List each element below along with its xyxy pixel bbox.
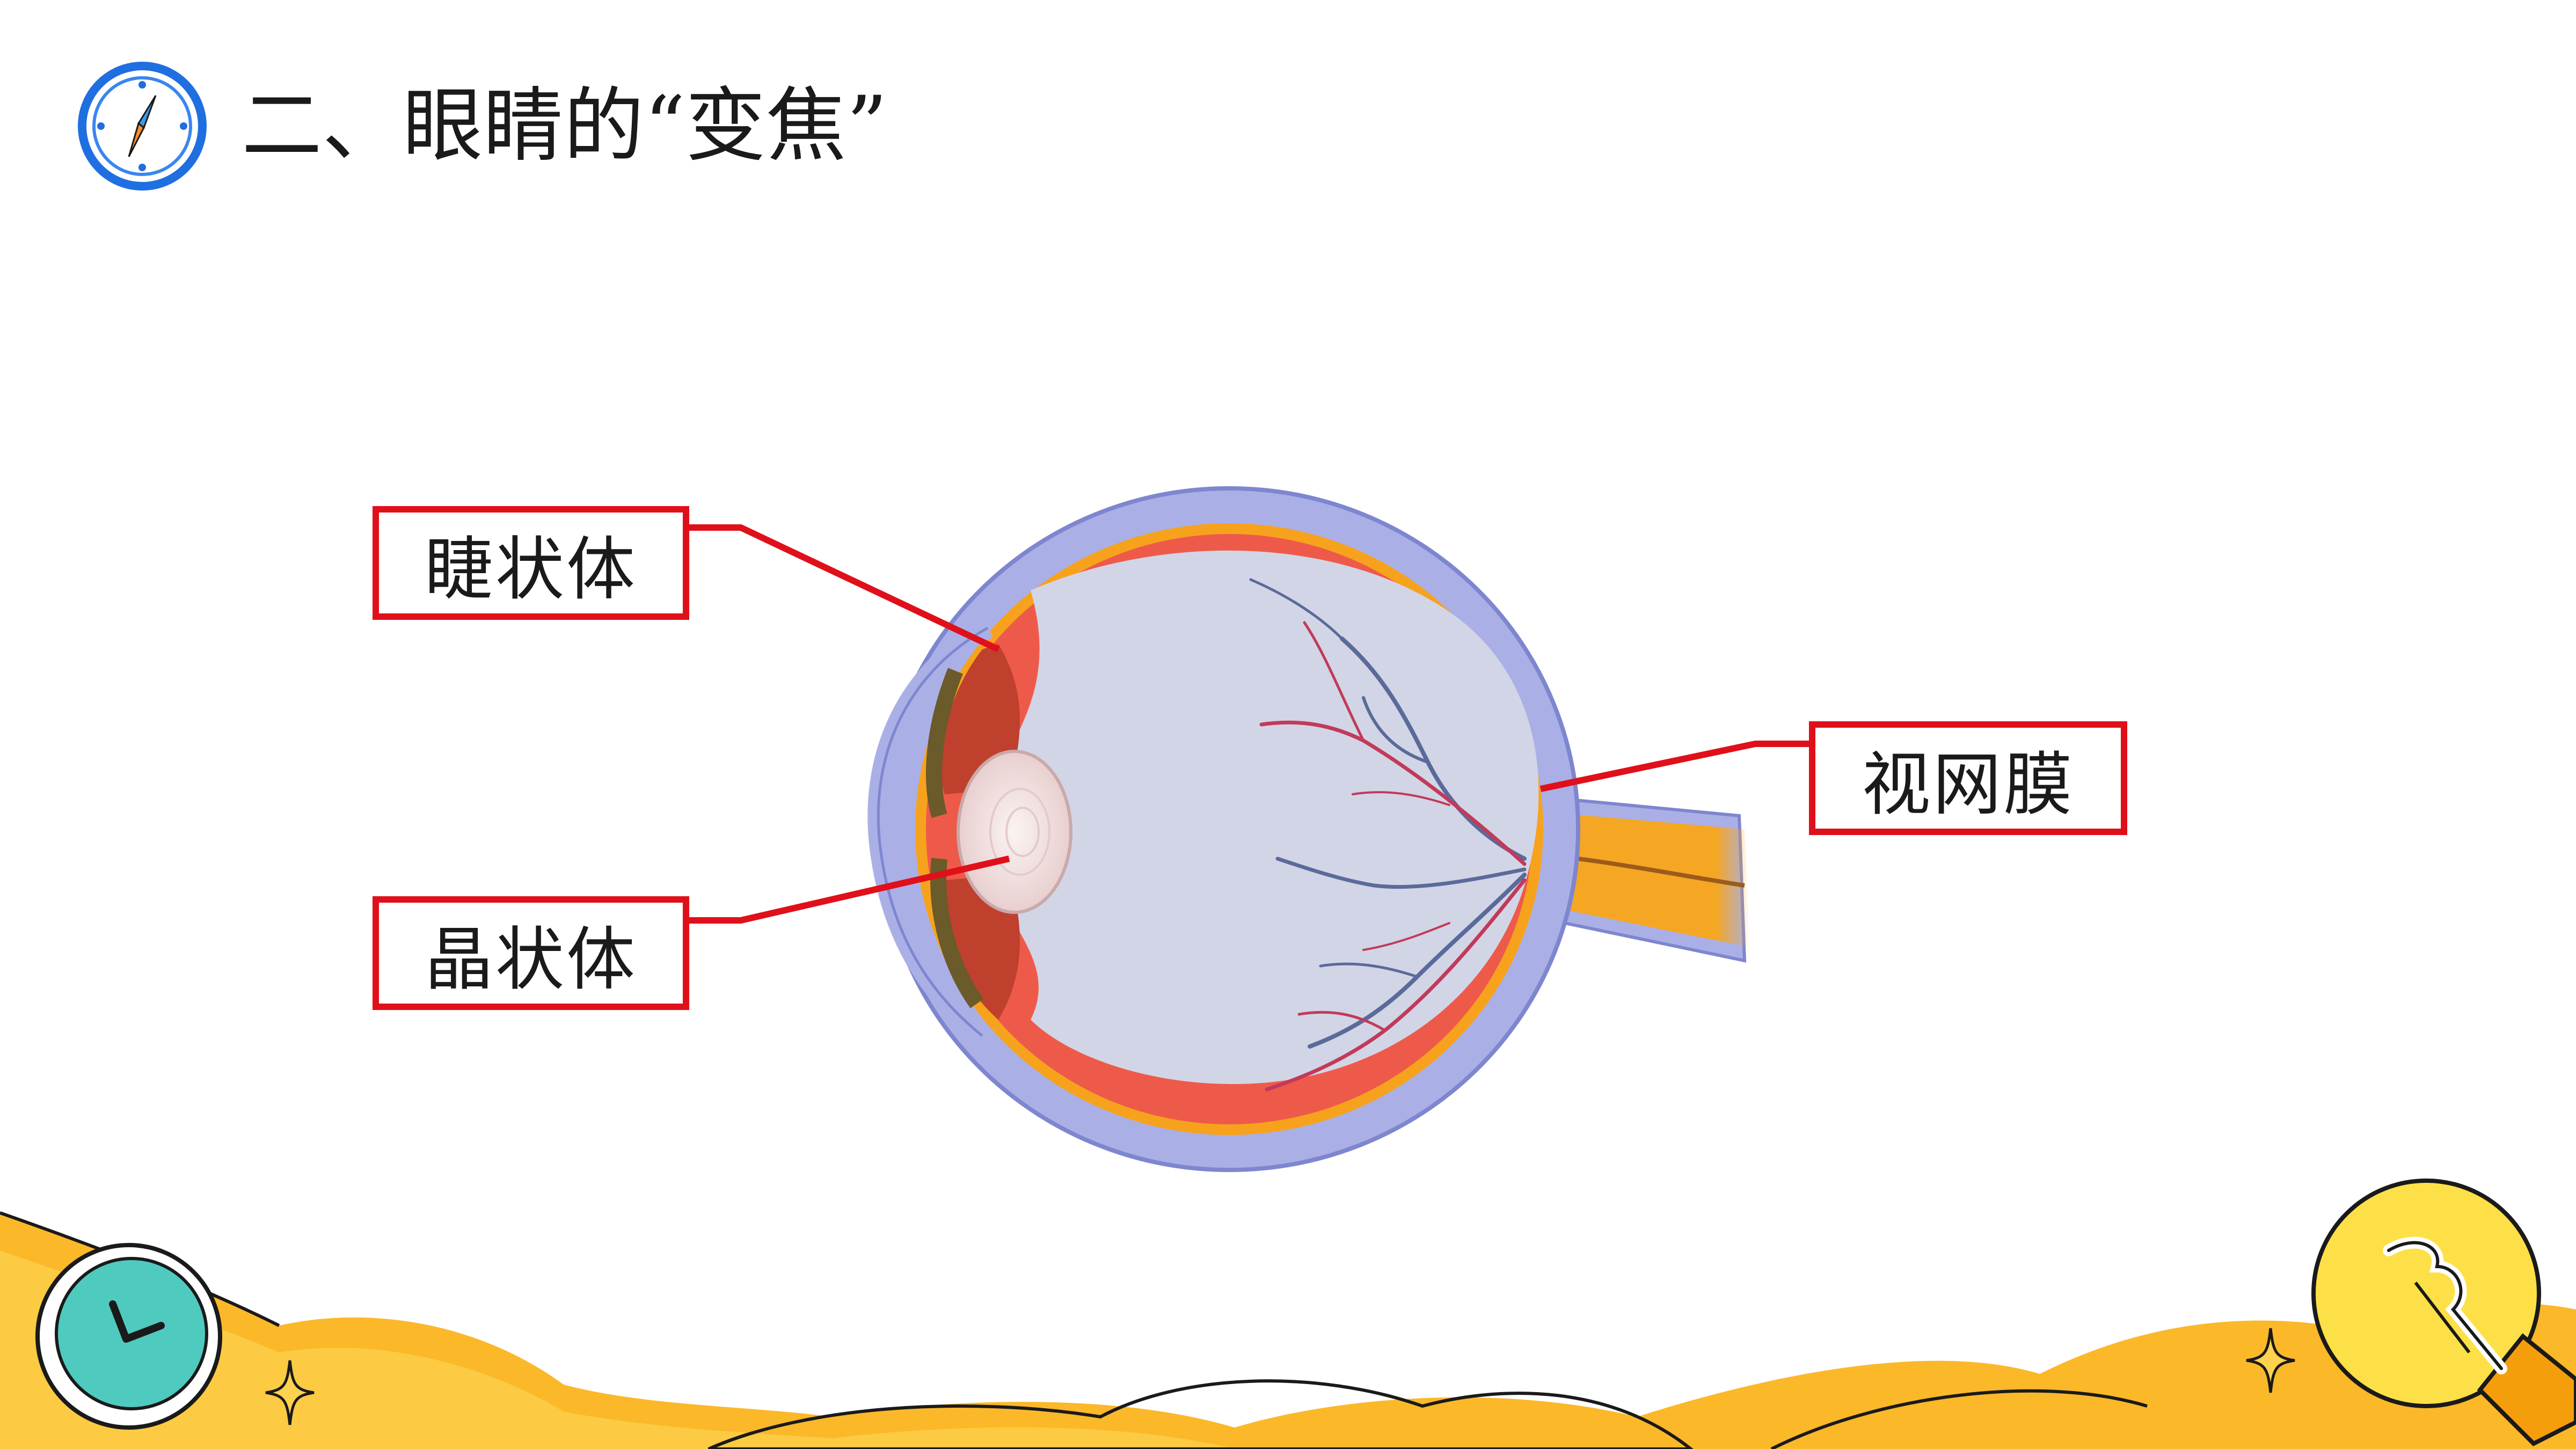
leader-line-lens <box>689 855 1010 924</box>
clock-icon <box>35 1243 222 1430</box>
compass-icon <box>78 62 207 191</box>
slide-title: 二、眼睛的“变焦” <box>242 79 888 173</box>
sparkle-icon <box>265 1360 315 1425</box>
label-lens: 晶状体 <box>373 896 689 1010</box>
sparkle-icon-right <box>2246 1328 2295 1393</box>
vitreous-body <box>1009 550 1539 1084</box>
label-ciliary-body: 睫状体 <box>373 506 689 620</box>
leader-line-ciliary <box>689 524 1000 653</box>
blood-vessels <box>1249 578 1527 1092</box>
lens <box>957 750 1072 914</box>
leader-line-retina <box>1539 741 1809 792</box>
label-retina: 视网膜 <box>1809 721 2127 835</box>
lightbulb-icon <box>2311 1179 2576 1446</box>
